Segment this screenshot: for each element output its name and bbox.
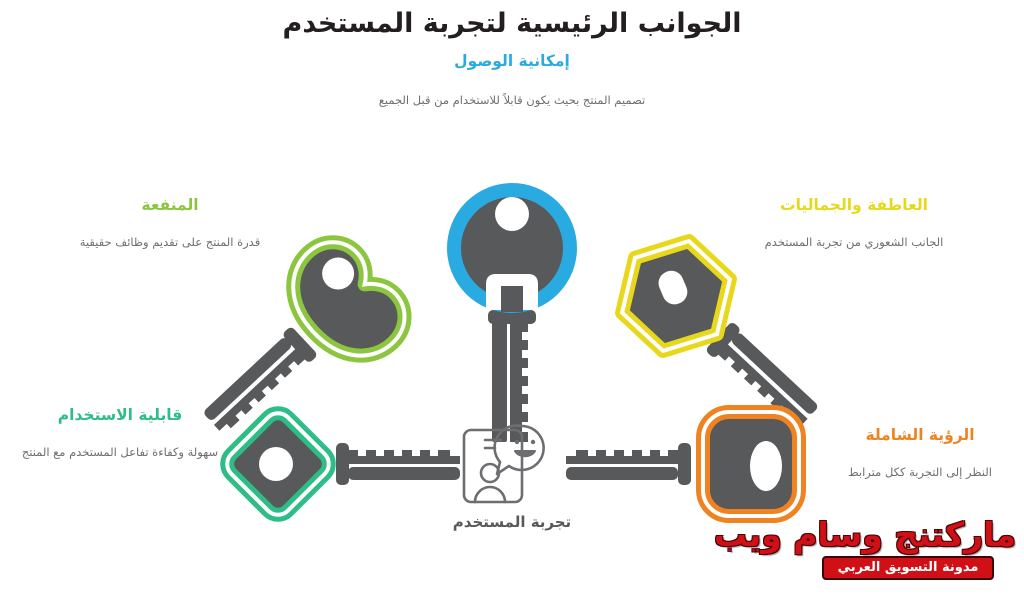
aspect-utility-description: قدرة المنتج على تقديم وظائف حقيقية (79, 235, 261, 250)
aspect-utility[interactable]: المنفعة قدرة المنتج على تقديم وظائف حقيق… (60, 196, 280, 251)
center-caption: تجربة المستخدم (452, 513, 572, 531)
key-utility[interactable] (172, 228, 419, 470)
site-logo[interactable]: ماركتنج وسام ويب مدونة التسويق العربي (713, 515, 1017, 594)
logo-tagline: مدونة التسويق العربي (821, 556, 995, 580)
aspect-accessibility-title: إمكانية الوصول (454, 52, 570, 70)
logo-brand-text: ماركتنج وسام ويب (713, 515, 1017, 554)
aspect-utility-title: المنفعة (141, 196, 199, 214)
key-accessibility[interactable] (447, 183, 577, 442)
aspect-accessibility-description: تصميم المنتج بحيث يكون قابلاً للاستخدام … (378, 93, 646, 108)
aspect-emotion-description: الجانب الشعوري من تجربة المستخدم (764, 235, 944, 250)
key-holistic[interactable] (566, 405, 806, 523)
aspect-holistic[interactable]: الرؤية الشاملة النظر إلى التجربة ككل متر… (820, 426, 1020, 481)
user-experience-icon (462, 424, 545, 504)
aspect-usability-description: سهولة وكفاءة تفاعل المستخدم مع المنتج (21, 445, 219, 460)
aspect-emotion-title: العاطفة والجماليات (780, 196, 928, 214)
aspect-accessibility[interactable]: إمكانية الوصول تصميم المنتج بحيث يكون قا… (362, 52, 662, 109)
aspect-usability-title: قابلية الاستخدام (57, 406, 183, 424)
key-emotion[interactable] (602, 222, 841, 455)
key-usability[interactable] (220, 406, 460, 522)
aspect-emotion[interactable]: العاطفة والجماليات الجانب الشعوري من تجر… (744, 196, 964, 251)
page-title: الجوانب الرئيسية لتجربة المستخدم (282, 8, 742, 39)
aspect-holistic-title: الرؤية الشاملة (865, 426, 975, 444)
aspect-holistic-description: النظر إلى التجربة ككل مترابط (848, 465, 992, 480)
aspect-usability[interactable]: قابلية الاستخدام سهولة وكفاءة تفاعل المس… (10, 406, 230, 461)
